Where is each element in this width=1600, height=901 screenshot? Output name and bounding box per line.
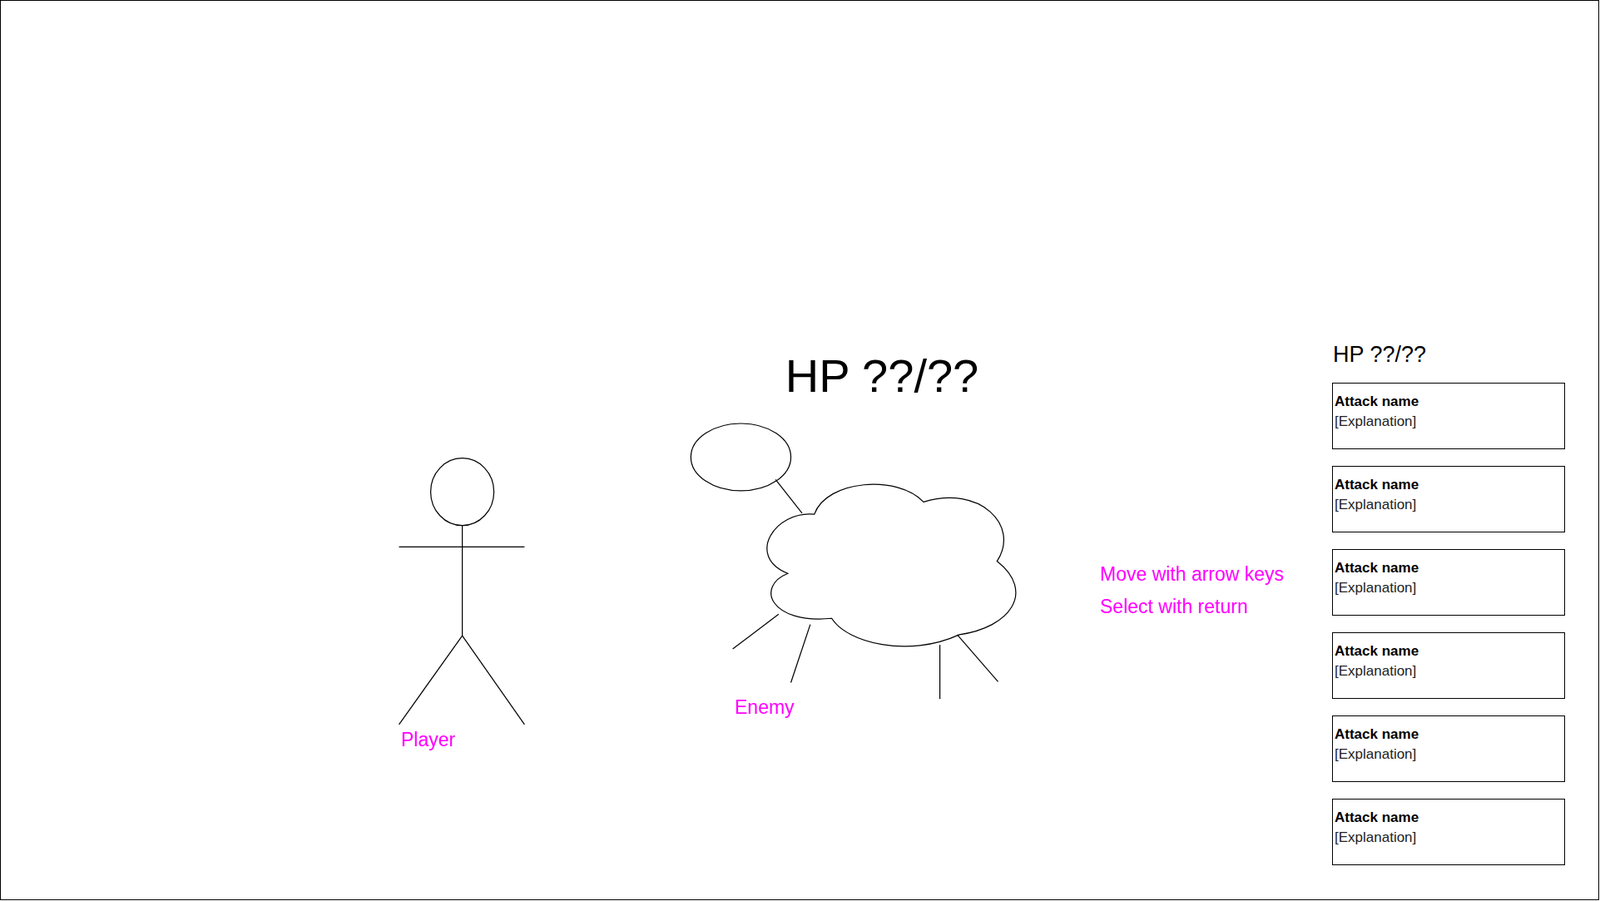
- player-figure: [399, 458, 526, 725]
- attack-name: Attack name: [1334, 475, 1560, 496]
- attack-explanation: [Explanation]: [1334, 827, 1560, 848]
- attack-box: Attack name[Explanation]: [1332, 632, 1566, 699]
- attack-box: Attack name[Explanation]: [1332, 465, 1566, 533]
- attack-explanation: [Explanation]: [1334, 411, 1560, 432]
- annotation: Player: [401, 728, 456, 753]
- attack-explanation: [Explanation]: [1334, 661, 1560, 682]
- annotation: Select with return: [1099, 595, 1249, 620]
- attack-box: Attack name[Explanation]: [1332, 798, 1566, 866]
- enemy-hp: HP ??/??: [785, 347, 979, 404]
- enemy-figure: [690, 423, 1016, 699]
- attack-name: Attack name: [1334, 724, 1560, 745]
- player-hp: HP ??/??: [1332, 341, 1427, 368]
- attack-name: Attack name: [1334, 807, 1560, 828]
- annotation: Move with arrow keys: [1099, 563, 1284, 587]
- attack-name: Attack name: [1334, 641, 1560, 662]
- annotation: Enemy: [734, 696, 795, 720]
- attack-box: Attack name[Explanation]: [1332, 715, 1566, 783]
- attack-box: Attack name[Explanation]: [1332, 549, 1566, 616]
- attack-explanation: [Explanation]: [1334, 495, 1560, 516]
- attack-name: Attack name: [1334, 391, 1560, 412]
- attack-name: Attack name: [1334, 558, 1560, 579]
- attack-box: Attack name[Explanation]: [1332, 382, 1566, 450]
- attack-explanation: [Explanation]: [1334, 744, 1560, 765]
- attack-explanation: [Explanation]: [1334, 578, 1560, 599]
